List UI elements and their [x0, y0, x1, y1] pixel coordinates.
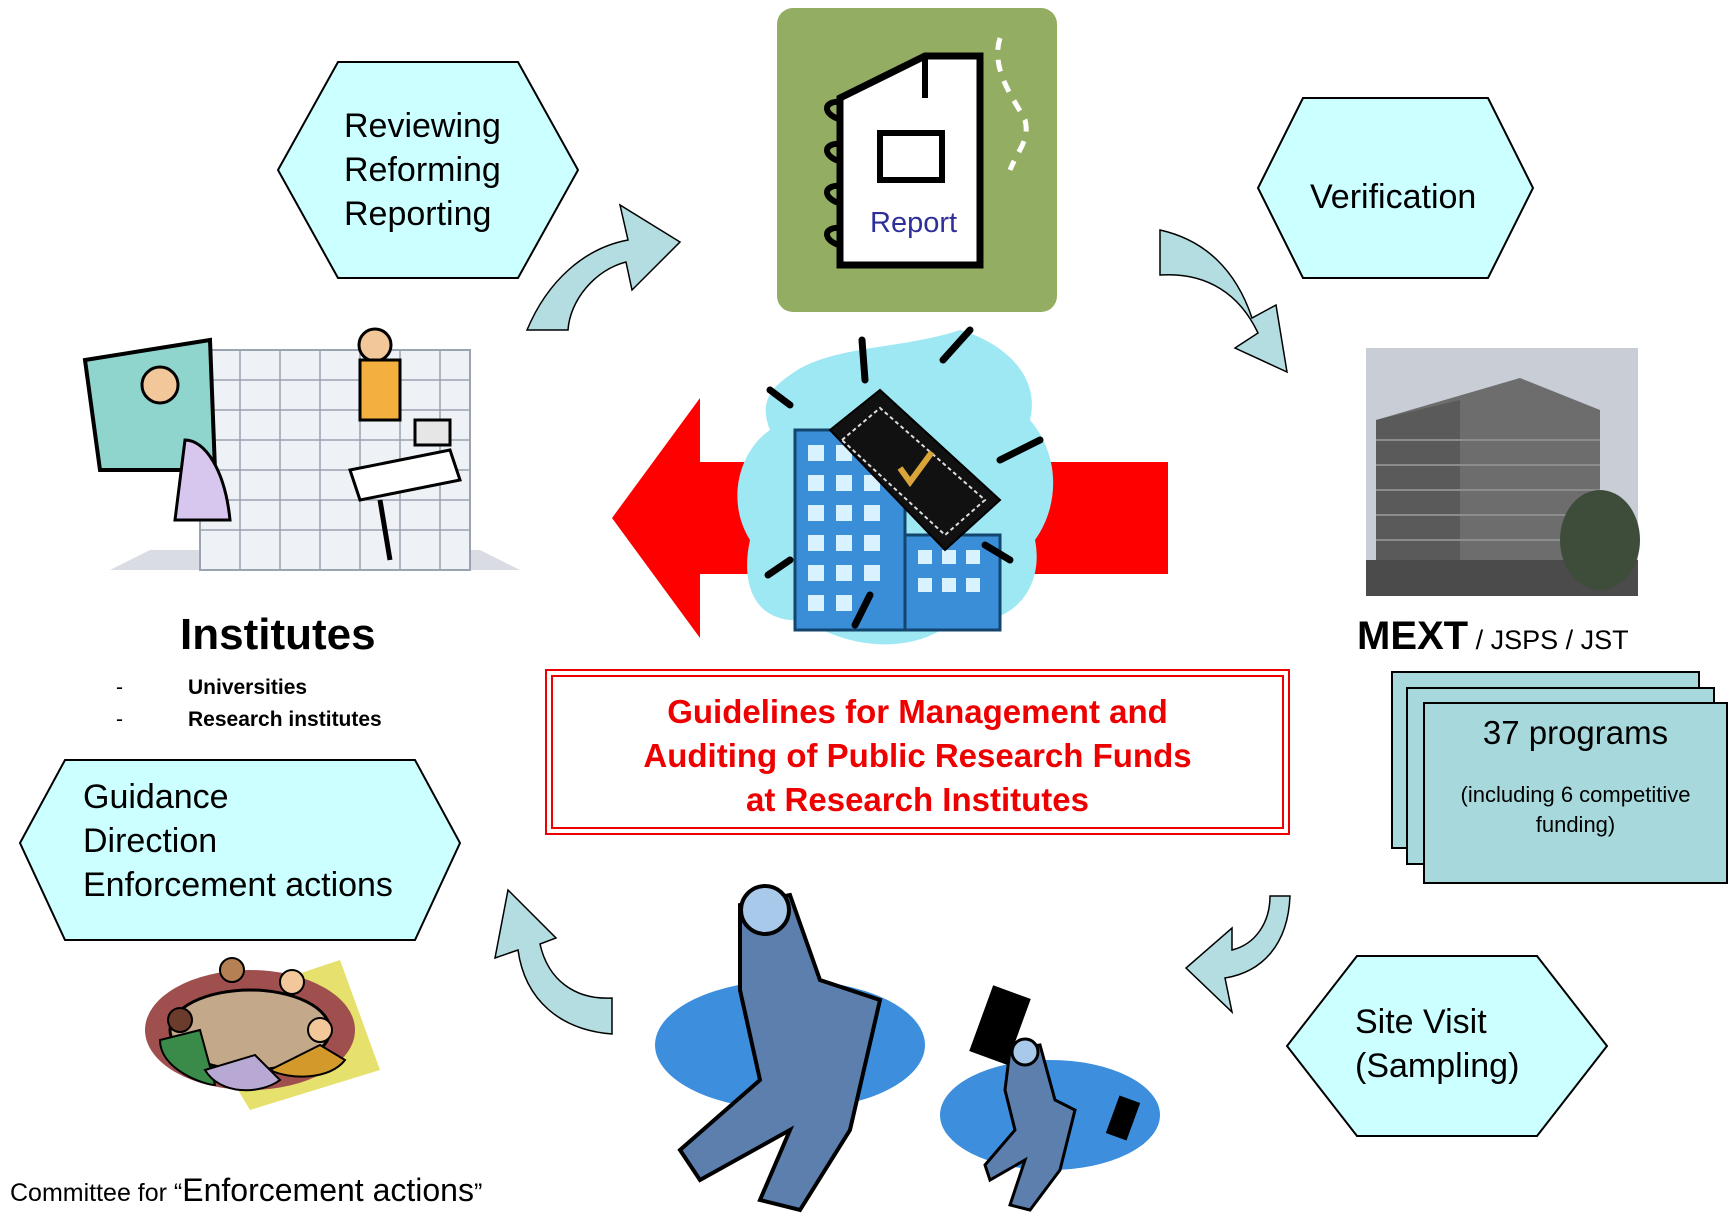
hexagon-site-visit	[1285, 955, 1609, 1137]
institutes-list-item: - Universities	[116, 672, 382, 704]
hexagon-guidance	[18, 759, 462, 941]
site-visit-text-block: Site Visit (Sampling)	[1355, 1000, 1519, 1088]
guidance-label: Guidance	[83, 778, 229, 816]
reforming-label: Reforming	[344, 151, 501, 189]
curved-arrow-to-inspectors	[1184, 895, 1291, 1015]
universities-label: Universities	[188, 676, 308, 699]
programs-count: 37 programs	[1482, 714, 1669, 751]
committee-caption-prefix: Committee for “	[10, 1179, 183, 1207]
committee-clipart	[145, 957, 380, 1110]
research-institutes-label: Research institutes	[188, 708, 382, 731]
report-icon	[777, 8, 1057, 312]
institutes-clipart	[82, 327, 520, 571]
guideline-building-icon	[737, 326, 1054, 645]
report-label: Report	[870, 207, 958, 239]
curved-arrow-to-guidance	[494, 888, 613, 1035]
direction-label: Direction	[83, 822, 218, 860]
committee-caption-emphasis: Enforcement actions	[182, 1172, 474, 1208]
guidelines-title: Guidelines for Management and Auditing o…	[552, 690, 1283, 822]
mext-title: MEXT	[1357, 614, 1469, 658]
programs-detail-line2: funding)	[1535, 812, 1616, 837]
guidelines-box-border	[545, 669, 1290, 835]
programs-detail: (including 6 competitive funding)	[1424, 780, 1727, 840]
hexagon-verification	[1256, 97, 1535, 279]
list-bullet: -	[116, 676, 123, 699]
mext-heading: MEXT / JSPS / JST	[1357, 614, 1629, 659]
site-visit-label: Site Visit	[1355, 1003, 1487, 1041]
institutes-title: Institutes	[180, 610, 376, 659]
guidance-text-block: Guidance Direction Enforcement actions	[83, 775, 393, 907]
curved-arrow-to-report	[525, 203, 682, 331]
committee-caption-suffix: ”	[473, 1179, 483, 1207]
mext-subtitle: / JSPS / JST	[1468, 625, 1629, 655]
programs-detail-line1: (including 6 competitive	[1460, 782, 1691, 807]
guidelines-line: Guidelines for Management and	[667, 693, 1168, 730]
guidelines-line: Auditing of Public Research Funds	[643, 737, 1192, 774]
guidelines-line: at Research Institutes	[746, 781, 1089, 818]
program-cards-stack	[1391, 671, 1728, 884]
list-bullet: -	[116, 708, 123, 731]
institutes-list: - Universities - Research institutes	[116, 672, 382, 736]
curved-arrow-to-mext	[1159, 229, 1288, 374]
committee-caption: Committee for “Enforcement actions”	[10, 1172, 482, 1209]
reviewing-text-block: Reviewing Reforming Reporting	[344, 104, 501, 236]
sampling-label: (Sampling)	[1355, 1047, 1520, 1085]
mext-building-photo	[1366, 348, 1640, 596]
reviewing-label: Reviewing	[344, 107, 501, 145]
institutes-list-item: - Research institutes	[116, 704, 382, 736]
enforcement-actions-label: Enforcement actions	[83, 866, 393, 904]
inspectors-clipart	[655, 884, 1160, 1213]
reporting-label: Reporting	[344, 195, 492, 233]
hexagon-reviewing	[276, 61, 580, 279]
verification-label: Verification	[1310, 178, 1477, 216]
